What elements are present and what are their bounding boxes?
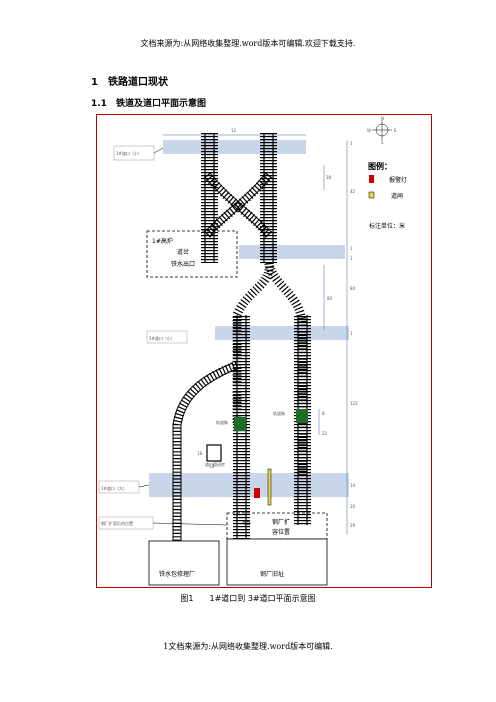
page-footer: 1文档来源为:从网络收集整理.word版本可编辑. [163,642,333,651]
old-plant-label: 钢厂旧址 [260,570,284,578]
dim-14: 14 [350,483,356,488]
duty-house-label: 道口值班房 [205,461,225,467]
label-crossing-1-box: 1#道口（小） [113,145,164,161]
section-heading: 1 铁路道口现状 [91,77,168,88]
expand-label-2: 容位置 [272,528,290,536]
label-crossing-1: 1#道口（小） [116,150,142,156]
dim-1c: 1 [350,256,353,261]
gaolu-box [146,230,238,278]
svg-text:E: E [394,128,397,133]
repair-shop [148,540,220,586]
dim-45: 45 [242,519,251,527]
track-crossover [203,172,273,238]
label-crossing-2-box: 2#道口（小） [146,330,188,344]
dim-122: 122 [350,401,358,406]
railway-diagram-svg: 轨道衡 轨道衡 道口值班房 45 1#道口（小） 2#道口（小） 1#道口（大）… [98,116,407,586]
dim-12: 12 [231,128,237,133]
repair-shop-label: 铁水包修理厂 [159,570,195,578]
old-plant [226,538,328,586]
track-upper-right [260,133,277,263]
track-scale-label-b: 轨道衡 [273,410,285,416]
label-crossing-3: 1#道口（大） [101,485,127,491]
dim-13: 13 [209,464,215,469]
expand-label-1: 钢厂扩 [272,518,290,526]
dim-38: 38 [326,175,332,180]
svg-text:W: W [367,128,371,133]
track-scale-right [296,409,308,423]
track-left-branch [172,360,242,545]
dim-8: 8 [322,411,325,416]
legend-alarm-icon [369,175,374,183]
legend-gate-icon [368,191,375,199]
gaolu-title: 1#高炉 [152,237,173,245]
subsection-heading: 1.1 铁道及道口平面示意图 [91,99,206,109]
dim-80: 80 [327,296,333,301]
svg-text:N: N [381,116,384,121]
dim-18: 18 [197,451,203,456]
dim-42: 42 [350,189,356,194]
dim-1d: 1 [350,331,353,336]
railway-diagram: 轨道衡 轨道衡 道口值班房 45 1#道口（小） 2#道口（小） 1#道口（大）… [96,114,432,588]
gaolu-outlet: 铁水出口 [171,260,195,268]
legend-gate-label: 道闸 [391,192,403,200]
figure-caption: 图1 1#道口到 3#道口平面示意图 [180,594,316,603]
dim-10: 10 [350,504,356,509]
dim-1b: 1 [350,246,353,251]
track-scale-left [234,417,246,431]
label-crossing-2: 2#道口（小） [149,335,175,341]
gaolu-switch: 道岔 [177,248,189,256]
gate-barrier [267,468,272,506]
expand-left-label: 钢厂扩容后的位置 [101,520,133,526]
legend-alarm-label: 报警灯 [389,176,407,184]
legend: 图例： 报警灯 道闸 标注单位：米 [368,161,407,230]
track-scale-label-a: 轨道衡 [216,419,228,425]
legend-title: 图例： [368,161,392,171]
page-header: 文档来源为:从网络收集整理.word版本可编辑.欢迎下载支持. [140,39,356,48]
duty-house [206,444,222,462]
svg-text:S: S [381,140,384,145]
crossing-band-1 [163,140,306,154]
compass-icon: N S W E [367,116,397,145]
track-upper-left [201,133,218,263]
dimension-lines [163,134,348,535]
legend-unit: 标注单位：米 [369,222,405,230]
dim-1a: 1 [350,141,353,146]
dim-22: 22 [322,431,328,436]
dim-84: 84 [350,286,356,291]
track-middle-curves [232,261,307,475]
crossing-band-gaolu [239,245,345,259]
dim-29: 29 [350,523,356,528]
alarm-light [254,488,260,498]
label-crossing-3-box: 1#道口（大） [98,480,150,494]
